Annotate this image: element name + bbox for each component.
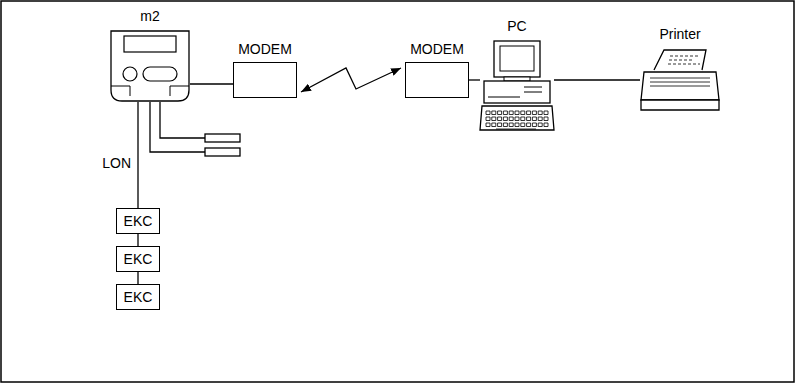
ekc-controller: EKC <box>116 208 160 234</box>
connection-line <box>554 79 640 80</box>
pc-monitor <box>494 41 540 77</box>
node-heading: MODEM <box>234 41 296 57</box>
device-slot <box>143 67 177 81</box>
modem-box: MODEM <box>233 62 297 98</box>
printer-body <box>641 72 719 100</box>
sensor-probe <box>205 134 240 142</box>
sensor-probe <box>205 148 240 156</box>
pc-base <box>484 81 550 103</box>
node-label: EKC <box>124 289 153 305</box>
telephone-link <box>301 68 401 92</box>
printer-base <box>641 100 719 110</box>
printer-grille <box>650 78 710 86</box>
controller-unit: m2 <box>110 30 190 102</box>
node-heading: MODEM <box>406 41 468 57</box>
printer-icon-drawing <box>640 48 720 112</box>
pc-icon-drawing <box>480 40 554 132</box>
connection-line <box>190 83 233 84</box>
node-label: EKC <box>124 213 153 229</box>
pc-keys <box>486 111 548 129</box>
ekc-controller: EKC <box>116 246 160 272</box>
modem-box: MODEM <box>405 62 469 98</box>
connection-line <box>137 272 138 284</box>
ekc-controller: EKC <box>116 284 160 310</box>
pc-keyboard <box>480 106 554 130</box>
device-display <box>124 36 176 52</box>
node-heading: Printer <box>640 26 720 42</box>
pc-drive <box>488 87 542 97</box>
connection-line <box>469 79 480 80</box>
node-heading: m2 <box>110 8 190 24</box>
device-button <box>123 67 137 81</box>
printer-paper <box>654 50 706 70</box>
node-label: EKC <box>124 251 153 267</box>
sensor-wire <box>150 102 205 152</box>
printer-icon: Printer <box>640 48 720 112</box>
device-housing <box>111 31 189 101</box>
bus-label: LON <box>101 155 132 171</box>
sensor-wire <box>160 102 205 138</box>
controller-unit-drawing <box>110 30 190 102</box>
connection-line <box>137 102 138 208</box>
node-heading: PC <box>480 18 554 34</box>
printer-print-lines <box>668 56 700 64</box>
pc-icon: PC <box>480 40 554 132</box>
pc-screen <box>500 46 534 71</box>
device-detail <box>111 86 189 96</box>
connection-line <box>137 234 138 246</box>
